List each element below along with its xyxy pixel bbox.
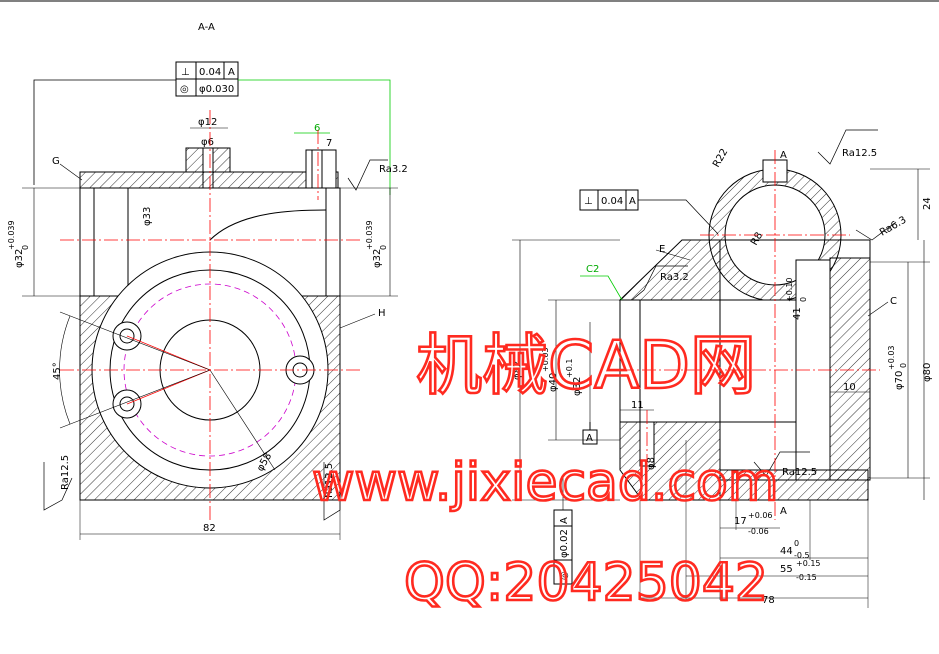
feature-control-frame-left: ⊥ 0.04 A ◎ φ0.030 bbox=[175, 61, 239, 97]
internal-curve bbox=[209, 209, 327, 241]
right-flange bbox=[829, 257, 871, 481]
dim-phi8: φ8 bbox=[646, 457, 657, 470]
dim-phi32: φ32 bbox=[572, 377, 583, 396]
perpendicularity-value-right: 0.04 bbox=[601, 196, 623, 207]
dim-phi12: φ12 bbox=[198, 117, 217, 128]
ra-top-right: Ra3.2 bbox=[379, 164, 408, 175]
label-G: G bbox=[52, 156, 60, 167]
tol-phi70-lower: 0 bbox=[899, 363, 908, 368]
dim-6: 6 bbox=[314, 123, 320, 134]
label-H: H bbox=[378, 308, 386, 319]
ra-right-bottom: Ra12.5 bbox=[782, 467, 817, 478]
ra-bottom-right: Ra12.5 bbox=[324, 463, 335, 498]
right-view: A Ra12.5 R22 24 Ra6.3 ⊥ 0.04 A R8 E bbox=[512, 129, 933, 608]
dim-82: 82 bbox=[203, 523, 216, 534]
concentricity-symbol-bottom: ◎ bbox=[559, 571, 570, 580]
ra-bottom-left: Ra12.5 bbox=[60, 455, 71, 490]
feature-control-frame-right: ⊥ 0.04 A bbox=[579, 189, 639, 211]
perpendicularity-datum: A bbox=[228, 67, 235, 78]
tol-17-lower: -0.06 bbox=[748, 527, 769, 536]
tol-bore-left-upper: +0.039 bbox=[7, 220, 16, 250]
dim-44: 44 bbox=[780, 546, 793, 557]
tol-55-lower: -0.15 bbox=[796, 573, 817, 582]
dim-bore-left: φ32 bbox=[14, 249, 25, 268]
tol-55-upper: +0.15 bbox=[796, 559, 821, 568]
roughness-mark-top bbox=[347, 159, 388, 191]
roughness-mark-right-bottom bbox=[753, 451, 810, 477]
ra-right-mid: Ra3.2 bbox=[660, 272, 689, 283]
watermark-line2: www.jixiecad.com bbox=[312, 453, 779, 513]
top-flange bbox=[79, 171, 339, 189]
dim-phi70: φ70 bbox=[894, 371, 905, 390]
tol-bore-right-lower: 0 bbox=[379, 245, 388, 250]
dim-11: 11 bbox=[631, 400, 644, 411]
ra-right-top: Ra12.5 bbox=[842, 148, 877, 159]
tol-phi40: +0.03 bbox=[541, 347, 550, 372]
bottom-plate bbox=[719, 469, 869, 501]
left-wall bbox=[79, 187, 95, 297]
datum-A-bottom: A bbox=[780, 506, 787, 517]
roughness-mark-bottom-left bbox=[43, 462, 73, 511]
right-wall bbox=[325, 187, 341, 297]
fcf-leader-left bbox=[33, 79, 176, 185]
dim-82-vertical: φ82 bbox=[512, 361, 523, 380]
tol-41-upper: +0.10 bbox=[785, 277, 794, 302]
left-view: A-A ⊥ 0.04 A ◎ φ0.030 φ12 φ6 6 7 Ra3.2 bbox=[7, 22, 408, 540]
fcf-leader-green bbox=[238, 79, 391, 195]
dim-R22: R22 bbox=[711, 147, 730, 170]
tol-44-lower: -0.5 bbox=[794, 551, 810, 560]
roughness-mark-right-top bbox=[817, 129, 878, 165]
tol-41-lower: 0 bbox=[799, 297, 808, 302]
dim-55: 55 bbox=[780, 564, 793, 575]
dim-24: 24 bbox=[922, 197, 933, 210]
dim-41: 41 bbox=[792, 307, 803, 320]
chamfer-C2: C2 bbox=[586, 264, 599, 275]
dim-10: 10 bbox=[843, 382, 856, 393]
perpendicularity-value: 0.04 bbox=[199, 67, 221, 78]
dim-phi40: φ40 bbox=[548, 373, 559, 392]
ra-R63: Ra6.3 bbox=[878, 215, 908, 239]
perpendicularity-symbol-right: ⊥ bbox=[584, 196, 593, 207]
label-C: C bbox=[890, 296, 897, 307]
tol-phi70-upper: +0.03 bbox=[887, 345, 896, 370]
tol-phi32: +0.1 bbox=[565, 359, 574, 378]
concentricity-symbol: ◎ bbox=[180, 84, 189, 95]
perpendicularity-symbol: ⊥ bbox=[181, 67, 190, 78]
concentricity-value: φ0.030 bbox=[199, 84, 234, 95]
watermark-line3: QQ:20425042 bbox=[404, 553, 768, 613]
section-label: A-A bbox=[198, 22, 215, 33]
tol-17-upper: +0.06 bbox=[748, 511, 773, 520]
dim-17: 17 bbox=[734, 516, 747, 527]
perpendicularity-datum-right: A bbox=[629, 196, 636, 207]
tol-44-upper: 0 bbox=[794, 539, 799, 548]
dim-bore-right: φ32 bbox=[372, 249, 383, 268]
concentricity-value-bottom: φ0.02 bbox=[559, 529, 570, 558]
right-slot bbox=[305, 149, 337, 189]
watermark-line1: 机械CAD网 bbox=[416, 327, 756, 404]
tol-bore-right-upper: +0.039 bbox=[365, 220, 374, 250]
dim-phi33: φ33 bbox=[142, 207, 153, 226]
dim-7: 7 bbox=[326, 138, 332, 149]
datum-A-top: A bbox=[780, 150, 787, 161]
dim-78: 78 bbox=[762, 595, 775, 606]
watermark: 机械CAD网 www.jixiecad.com QQ:20425042 bbox=[311, 326, 780, 615]
dim-phi80: φ80 bbox=[922, 363, 933, 382]
dim-phi6: φ6 bbox=[201, 137, 214, 148]
datum-box-A-label: A bbox=[586, 433, 593, 444]
concentricity-datum-bottom: A bbox=[559, 517, 570, 524]
label-E: E bbox=[659, 244, 665, 255]
tol-bore-left-lower: 0 bbox=[21, 245, 30, 250]
upper-left-wedge bbox=[618, 239, 721, 301]
angle-45: 45° bbox=[52, 362, 63, 380]
